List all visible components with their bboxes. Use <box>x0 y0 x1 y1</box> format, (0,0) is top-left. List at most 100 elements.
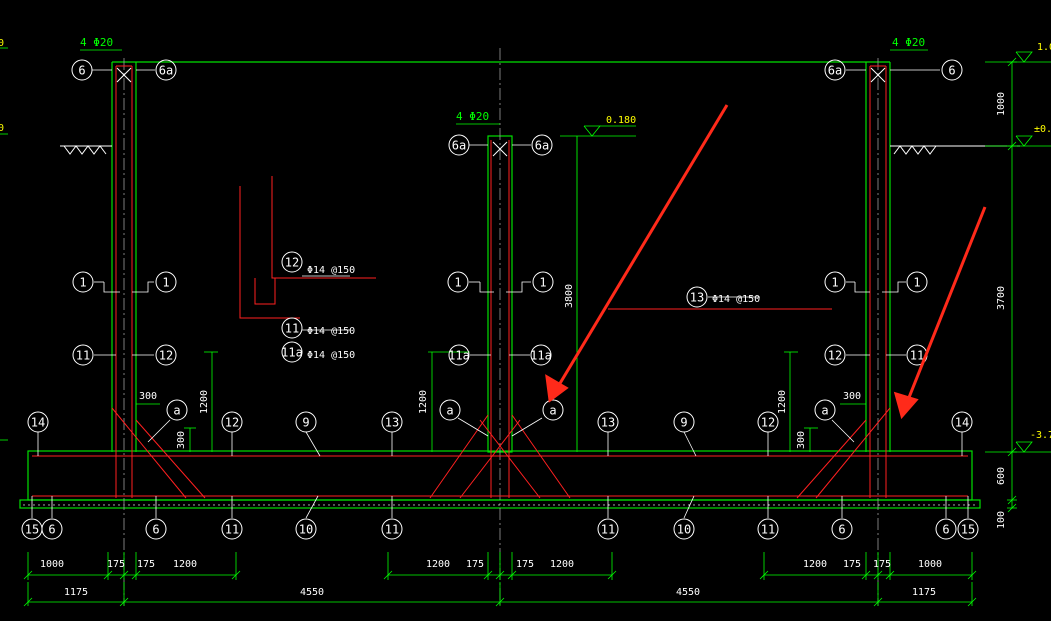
hatch-dot <box>883 504 885 506</box>
hatch-dot <box>693 504 695 506</box>
bubble-10: 10 <box>295 518 317 540</box>
dim-tick <box>607 570 617 580</box>
hatch-dot <box>88 504 90 506</box>
dim-row1-text: 1200 <box>426 559 450 570</box>
bubble-1: 1 <box>824 271 846 293</box>
hatch-dot <box>193 504 195 506</box>
hatch-dot <box>833 504 835 506</box>
hatch-dot <box>103 504 105 506</box>
bubble-label: 14 <box>955 416 969 430</box>
bubble-label: 10 <box>299 523 313 537</box>
hatch-dot <box>878 504 880 506</box>
hatch-dot <box>443 504 445 506</box>
haunch-mid-2 <box>511 414 571 499</box>
level-text-grade-right: ±0.0 <box>1034 124 1051 135</box>
bubble-label: a <box>549 404 556 418</box>
dim-haunch-300-right-h: 300 <box>843 391 861 402</box>
bubble-6a: 6a <box>531 134 553 156</box>
haunch-left-1 <box>111 407 187 499</box>
bubble-circle <box>221 518 243 540</box>
bubble-circle <box>155 344 177 366</box>
hatch-dot <box>548 504 550 506</box>
hatch-dot <box>43 504 45 506</box>
hatch-dot <box>173 504 175 506</box>
dim-row2-text: 4550 <box>300 587 324 598</box>
hatch-dot <box>298 504 300 506</box>
hatch-dot <box>448 504 450 506</box>
leader-a-mid-r <box>511 417 543 437</box>
hatch-dot <box>318 504 320 506</box>
hatch-dot <box>48 504 50 506</box>
hatch-dot <box>828 504 830 506</box>
bubble-11: 11 <box>281 317 303 339</box>
hatch-dot <box>603 504 605 506</box>
hatch-dot <box>563 504 565 506</box>
hatch-dot <box>233 504 235 506</box>
bubble-circle <box>957 518 979 540</box>
bubble-label: 1 <box>162 276 169 290</box>
bubble-12: 12 <box>155 344 177 366</box>
hatch-dot <box>668 504 670 506</box>
dim-row1-text: 1200 <box>173 559 197 570</box>
dim-tick <box>885 570 895 580</box>
bubble-circle <box>166 399 188 421</box>
hatch-dot <box>158 504 160 506</box>
leader-1-m1-hook <box>479 282 494 293</box>
bubble-13: 13 <box>686 286 708 308</box>
callout-middle-top: 4 Φ20 <box>456 110 489 123</box>
bubble-circle <box>448 344 470 366</box>
bubble-1: 1 <box>155 271 177 293</box>
hatch-dot <box>918 504 920 506</box>
bubble-1: 1 <box>447 271 469 293</box>
level-text-middle: 0.180 <box>606 115 636 126</box>
level-text-left-cut-1: 0 <box>0 38 4 49</box>
bubble-label: 12 <box>225 416 239 430</box>
hatch-dot <box>893 504 895 506</box>
bubble-label: 11 <box>385 523 399 537</box>
hatch-dot <box>258 504 260 506</box>
bubble-label: 6 <box>838 523 845 537</box>
hatch-dot <box>153 504 155 506</box>
bubble-label: 6 <box>48 523 55 537</box>
bubble-11: 11 <box>757 518 779 540</box>
dim-tick <box>119 570 129 580</box>
hatch-dot <box>383 504 385 506</box>
hatch-dot <box>858 504 860 506</box>
hatch-dot <box>128 504 130 506</box>
bubble-11: 11 <box>72 344 94 366</box>
hatch-dot <box>593 504 595 506</box>
leader-9-l <box>305 431 321 457</box>
texts: 4 Φ20 4 Φ20 4 Φ20 Φ14 @150 Φ14 @150 Φ14 … <box>0 36 1051 449</box>
bubble-6a: 6a <box>824 59 846 81</box>
bubble-a: a <box>439 399 461 421</box>
hatch-dot <box>413 504 415 506</box>
level-top-right-tri <box>1015 51 1033 63</box>
bubble-a: a <box>542 399 564 421</box>
bubble-circle <box>145 518 167 540</box>
bubble-circle <box>221 411 243 433</box>
hatch-dot <box>83 504 85 506</box>
bubble-circle <box>448 134 470 156</box>
callout-legend-11: Φ14 @150 <box>307 326 355 337</box>
bubble-label: 6a <box>535 139 549 153</box>
hatch-dot <box>738 504 740 506</box>
hatch-dot <box>913 504 915 506</box>
hatch-dot <box>38 504 40 506</box>
hatch-dot <box>133 504 135 506</box>
dim-tick <box>231 570 241 580</box>
hatch-dot <box>618 504 620 506</box>
leader-1-r1-hook <box>854 282 870 293</box>
dim-row1-text: 175 <box>107 559 125 570</box>
bubble-circle <box>281 341 303 363</box>
hatch-dot <box>633 504 635 506</box>
dim-row2-text: 1175 <box>64 587 88 598</box>
hatch-dot <box>58 504 60 506</box>
hatch-dot <box>273 504 275 506</box>
bubble-label: 11 <box>225 523 239 537</box>
bubble-circle <box>824 344 846 366</box>
blinding-hatch <box>23 504 975 506</box>
hatch-dot <box>943 504 945 506</box>
bubble-6a: 6a <box>155 59 177 81</box>
hatch-dot <box>303 504 305 506</box>
dim-right-text: 3700 <box>996 286 1007 310</box>
